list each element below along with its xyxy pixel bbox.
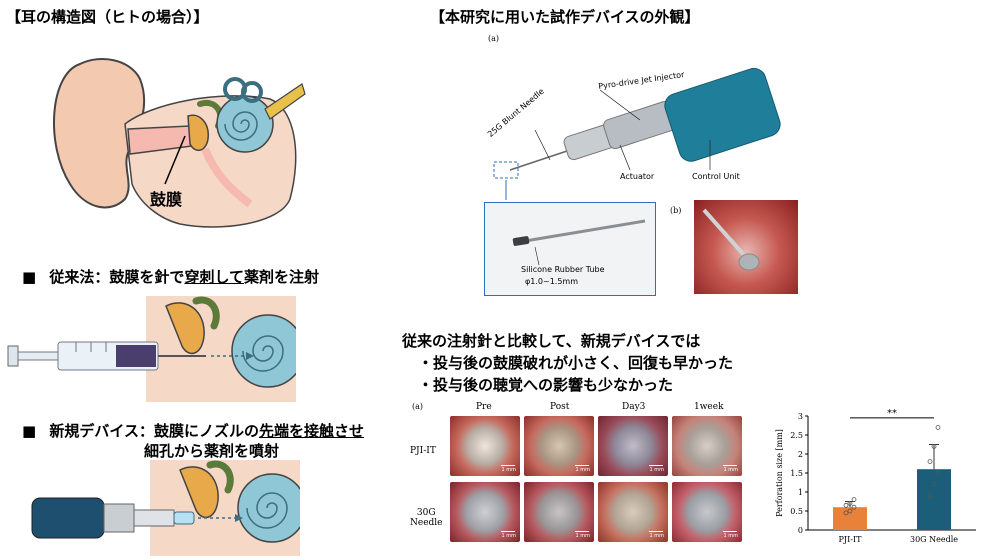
data-point	[847, 508, 853, 514]
conventional-method-text: ■ 従来法：鼓膜を針で穿刺して薬剤を注射	[22, 266, 319, 287]
findings-line1: 従来の注射針と比較して、新規デバイスでは	[402, 332, 701, 350]
data-point	[931, 444, 937, 449]
photo-needle-pre: 1 mm	[450, 482, 520, 542]
eardrum-contact-photo	[694, 200, 798, 294]
syringe-illustration	[6, 296, 296, 402]
col-header-day3: Day3	[622, 402, 646, 412]
photo-pji-post: 1 mm	[524, 416, 594, 476]
conventional-emph: 穿刺して	[184, 268, 244, 286]
y-tick-label: 2.5	[790, 431, 803, 440]
ear-anatomy-illustration: 鼓膜	[40, 34, 310, 234]
new-device-emph: 先端を接触させ	[258, 422, 364, 440]
photo-needle-post: 1 mm	[524, 482, 594, 542]
data-point	[851, 497, 857, 502]
y-tick-label: 0.5	[790, 507, 803, 516]
panel-label-b: (b)	[670, 206, 682, 215]
row-header-needle: 30G Needle	[410, 508, 443, 528]
scale-bar: 1 mm	[723, 533, 738, 539]
label-tube: Silicone Rubber Tube	[521, 265, 605, 274]
jet-device-illustration	[30, 460, 300, 556]
data-point	[843, 502, 849, 508]
device-header: 【本研究に用いた試作デバイスの外観】	[430, 8, 700, 26]
bar-pji-it	[833, 507, 867, 530]
row-header-pji: PJI-IT	[410, 446, 436, 456]
x-tick-label: PJI-IT	[839, 535, 863, 544]
data-point	[851, 504, 857, 510]
bar-30g-needle	[917, 469, 951, 530]
scale-bar: 1 mm	[649, 533, 664, 539]
photo-pji-1week: 1 mm	[672, 416, 742, 476]
conventional-prefix: 従来法：鼓膜を針で	[49, 268, 185, 286]
bullet-marker: ■	[22, 422, 37, 440]
col-header-post: Post	[550, 402, 570, 412]
y-tick-label: 1	[798, 488, 803, 497]
eardrum-label: 鼓膜	[150, 190, 183, 209]
findings-line2: ・投与後の鼓膜破れが小さく、回復も早かった	[418, 354, 734, 372]
photo-pji-day3: 1 mm	[598, 416, 668, 476]
photo-needle-day3: 1 mm	[598, 482, 668, 542]
photo-needle-1week: 1 mm	[672, 482, 742, 542]
new-device-prefix: 新規デバイス：鼓膜にノズルの	[49, 422, 259, 440]
scale-bar: 1 mm	[501, 467, 516, 473]
data-point	[935, 470, 941, 476]
needle-tip-inset: Silicone Rubber Tube φ1.0~1.5mm	[484, 202, 656, 296]
scale-bar: 1 mm	[723, 467, 738, 473]
scale-bar: 1 mm	[649, 467, 664, 473]
label-actuator: Actuator	[620, 172, 655, 181]
photo-pji-pre: 1 mm	[450, 416, 520, 476]
data-point	[847, 501, 853, 506]
data-point	[927, 459, 933, 464]
label-tube-dim: φ1.0~1.5mm	[525, 277, 579, 286]
label-control-unit: Control Unit	[692, 172, 740, 181]
findings-line3: ・投与後の聴覚への影響も少なかった	[418, 376, 674, 394]
new-device-text-line2: 細孔から薬剤を噴射	[144, 442, 280, 460]
data-point	[935, 424, 941, 430]
panel-label-a: (a)	[488, 34, 500, 43]
y-tick-label: 3	[798, 412, 803, 421]
device-photo: (a) Pyro-drive Jet Injector 25G Blunt Ne…	[480, 30, 800, 200]
col-header-pre: Pre	[476, 402, 492, 412]
new-device-text-line1: ■ 新規デバイス：鼓膜にノズルの先端を接触させ	[22, 420, 364, 441]
scale-bar: 1 mm	[575, 533, 590, 539]
grid-label-a: (a)	[412, 402, 424, 411]
significance-label: **	[887, 408, 897, 419]
scale-bar: 1 mm	[575, 467, 590, 473]
bullet-marker: ■	[22, 268, 37, 286]
data-point	[843, 510, 849, 516]
data-point	[931, 482, 937, 487]
y-tick-label: 2	[798, 450, 803, 459]
y-tick-label: 0	[798, 526, 803, 535]
conventional-suffix: 薬剤を注射	[244, 268, 320, 286]
x-tick-label: 30G Needle	[910, 535, 958, 544]
y-tick-label: 1.5	[790, 469, 803, 478]
data-point	[927, 493, 933, 499]
ear-structure-header: 【耳の構造図（ヒトの場合）】	[6, 8, 209, 26]
scale-bar: 1 mm	[501, 533, 516, 539]
y-axis-label: Perforation size [mm]	[775, 429, 784, 517]
col-header-1week: 1week	[694, 402, 724, 412]
